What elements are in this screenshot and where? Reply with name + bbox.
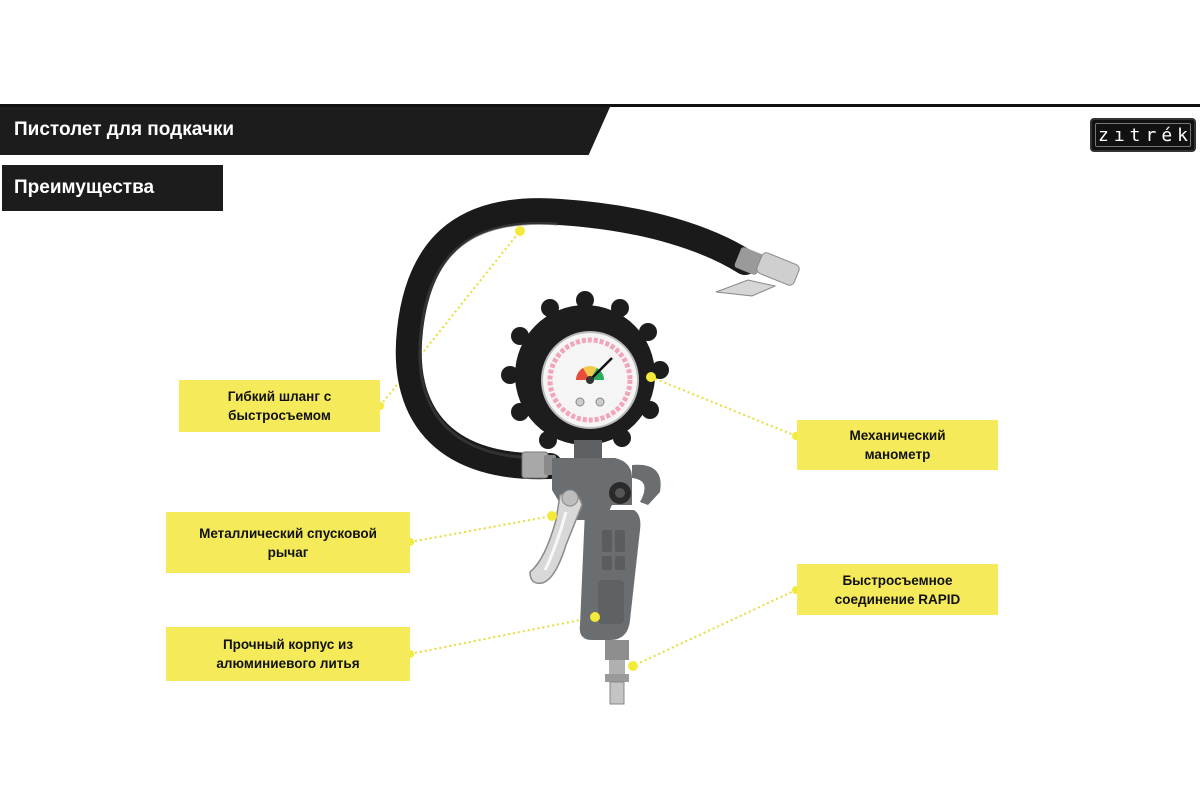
callout-text-line: соединение RAPID: [834, 591, 961, 607]
callout-metal-trigger: Металлический спусковой рычаг: [166, 512, 410, 573]
logo-text: zıtrék: [1097, 124, 1194, 146]
callout-text-line: Металлический спусковой: [199, 525, 377, 541]
callout-text-line: Быстросъемное: [842, 572, 953, 588]
callout-text-line: Прочный корпус из: [222, 637, 354, 652]
callout-text-line: Механический: [849, 428, 946, 443]
callout-text-line: алюминиевого литья: [216, 656, 360, 671]
pistol-body: [552, 458, 661, 640]
callout-flexible-hose: Гибкий шланг с быстросъемом: [179, 380, 380, 432]
callout-mechanical-gauge: Механический манометр: [797, 420, 998, 470]
subtitle-banner: Преимущества: [2, 165, 223, 211]
air-chuck: [715, 247, 800, 297]
page-title: Пистолет для подкачки: [14, 119, 235, 140]
callout-text-line: Гибкий шланг с: [227, 389, 332, 404]
trigger-lever: [529, 489, 583, 585]
page-subtitle: Преимущества: [14, 177, 155, 198]
callout-text-line: быстросъемом: [228, 408, 331, 423]
callout-text-line: рычаг: [267, 544, 309, 560]
callout-aluminum-body: Прочный корпус из алюминиевого литья: [166, 627, 410, 681]
title-banner: Пистолет для подкачки: [0, 107, 610, 155]
leader-lines: [379, 230, 797, 667]
header-rule: [0, 104, 1200, 107]
callout-text-line: манометр: [864, 447, 931, 462]
rapid-coupling: [605, 640, 629, 705]
hose: [395, 198, 758, 480]
callout-rapid-coupling: Быстросъемное соединение RAPID: [797, 564, 998, 615]
brand-logo: zıtrék: [1090, 118, 1196, 152]
callout-dots: [376, 226, 800, 671]
pressure-gauge: [501, 291, 669, 459]
